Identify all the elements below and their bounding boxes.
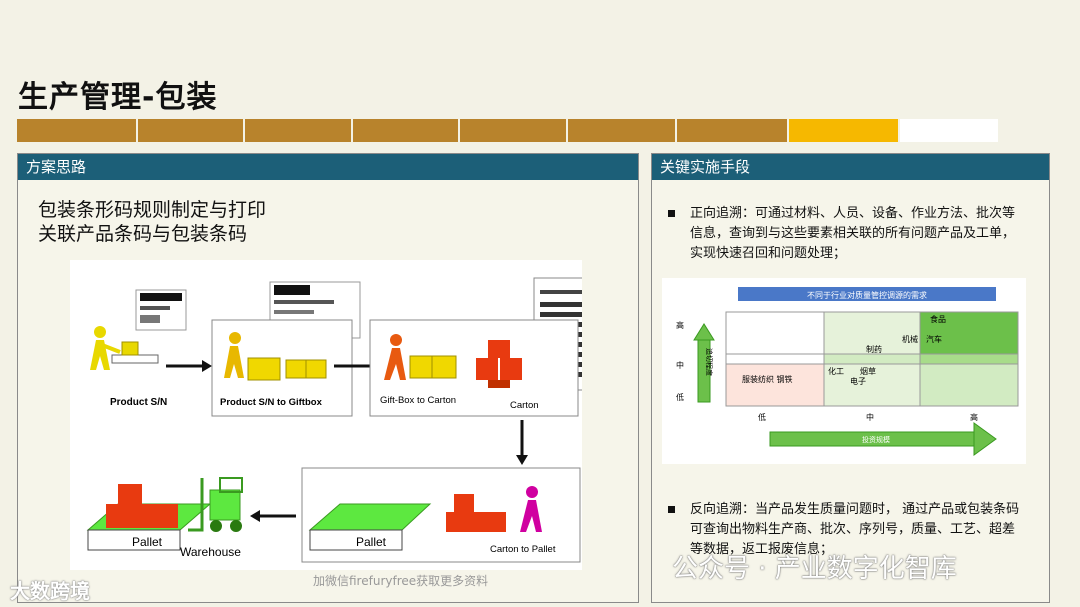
carton-icon [130,504,154,528]
carton-icon [118,484,142,504]
solution-line: 包装条形码规则制定与打印 [38,198,266,222]
y-tick: 低 [676,392,684,402]
watermark-left: 大数跨境 [10,575,90,604]
color-bar-segment [568,119,677,142]
barcode-label [136,290,186,330]
label-giftbox-to-carton: Gift-Box to Carton [380,395,456,406]
bullet-icon [668,506,675,513]
color-bar-segment [17,119,138,142]
carton-icon [476,358,498,380]
x-tick: 低 [758,412,766,422]
forward-trace-text: 正向追溯：可通过材料、人员、设备、作业方法、批次等信息，查询到与这些要素相关联的… [668,204,1024,264]
carton-icon [446,512,466,532]
matrix-title: 不同于行业对质量管控调源的需求 [807,290,927,300]
color-bar [17,119,998,142]
solution-text: 包装条形码规则制定与打印 关联产品条码与包装条码 [38,198,266,246]
carton-icon [466,512,486,532]
label-pallet: Pallet [356,535,387,549]
carton-icon [486,512,506,532]
label-carton: Carton [510,400,539,411]
cell-label-auto: 汽车 [926,334,942,344]
matrix-cell [726,364,824,406]
solution-panel-header: 方案思路 [18,154,638,180]
color-bar-segment [245,119,353,142]
color-bar-segment [900,119,998,142]
packaging-flow-diagram: Product S/N Product S/N to Giftbox [70,260,582,570]
bullet-icon [668,210,675,217]
x-tick: 中 [866,412,874,422]
cell-label-pharma: 制药 [866,344,882,354]
giftbox-icon [432,356,456,378]
carton-icon [488,380,510,388]
color-bar-segment [353,119,460,142]
forward-trace-item: 正向追溯：可通过材料、人员、设备、作业方法、批次等信息，查询到与这些要素相关联的… [668,204,1024,264]
carton-icon [488,340,510,358]
cell-label-apparel: 服装纺织 钢铁 [742,374,793,384]
color-bar-segment [138,119,245,142]
giftbox-icon [306,360,326,378]
y-arrow-label: 追切程度 [705,348,714,376]
label-carton-to-pallet: Carton to Pallet [490,544,556,555]
implementation-panel: 关键实施手段 正向追溯：可通过材料、人员、设备、作业方法、批次等信息，查询到与这… [651,153,1050,603]
cell-label-machinery: 机械 [902,334,918,344]
x-arrow-label: 投资规模 [862,435,890,444]
flow-arrow-head [202,360,212,372]
color-bar-segment [677,119,789,142]
giftbox-icon [286,360,306,378]
carton-icon [106,504,130,528]
y-tick: 中 [676,360,684,370]
carton-icon [454,494,474,512]
product-box-icon [122,342,138,355]
watermark-right: 公众号 · 产业数字化智库 [672,548,957,585]
y-tick: 高 [676,320,684,330]
cell-label-electronics: 电子 [850,376,866,386]
carton-icon [500,358,522,380]
matrix-cell [726,312,824,354]
quality-demand-matrix: 不同于行业对质量管控调源的需求 食品 汽车 机械 制药 化工 烟草 电子 服装纺… [662,278,1026,464]
x-tick: 高 [970,412,978,422]
color-bar-segment [460,119,568,142]
solution-panel: 方案思路 包装条形码规则制定与打印 关联产品条码与包装条码 [17,153,639,603]
solution-line: 关联产品条码与包装条码 [38,222,266,246]
giftbox-icon [248,358,280,380]
footer-note: 加微信firefuryfree获取更多资料 [313,572,488,589]
implementation-panel-header: 关键实施手段 [652,154,1049,180]
page-title: 生产管理-包装 [18,72,217,116]
carton-icon [154,504,178,528]
color-bar-segment [789,119,900,142]
label-sn-to-giftbox: Product S/N to Giftbox [220,397,323,408]
cell-label-tobacco: 烟草 [860,366,876,376]
cell-label-food: 食品 [930,314,946,324]
matrix-cell [920,364,1018,406]
flow-arrow-head [250,510,260,522]
flow-arrow-head [516,455,528,465]
label-product-sn: Product S/N [110,397,167,408]
conveyor-icon [112,355,158,363]
label-warehouse: Warehouse [180,545,241,559]
cell-label-chemical: 化工 [828,366,844,376]
giftbox-icon [410,356,434,378]
label-pallet: Pallet [132,535,163,549]
